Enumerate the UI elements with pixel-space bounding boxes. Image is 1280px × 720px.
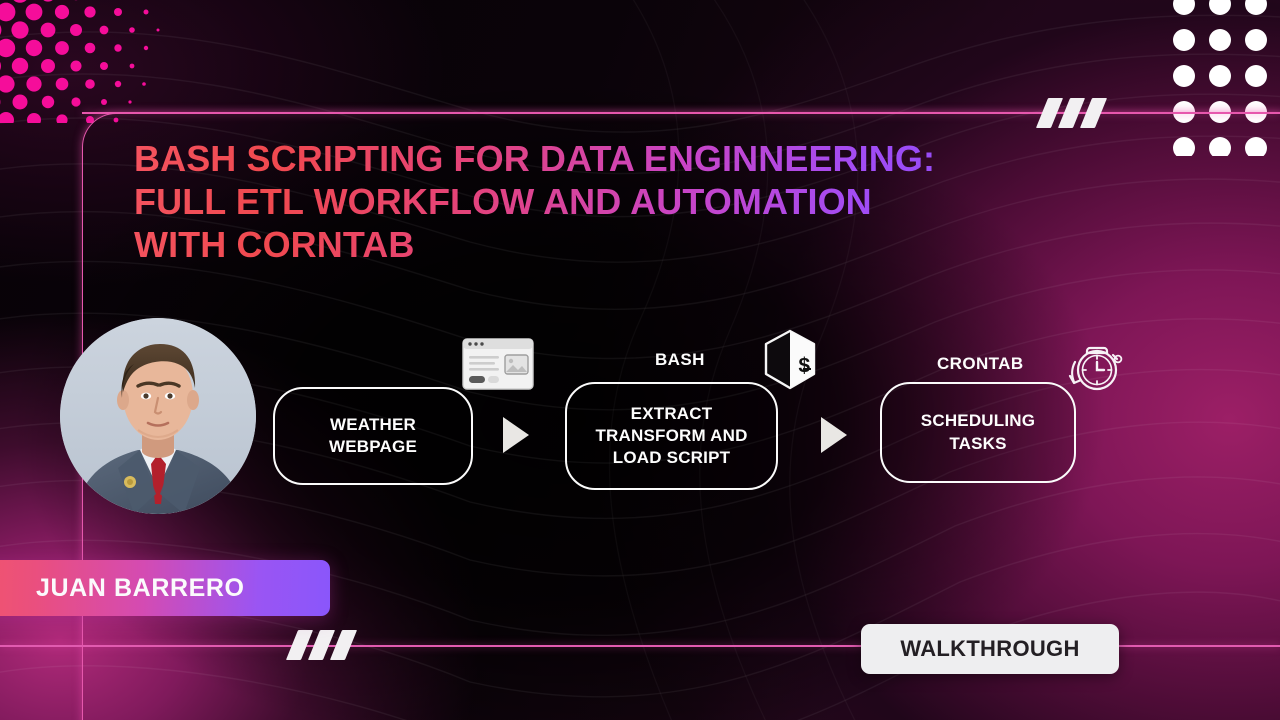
flow-node-etl-line3: LOAD SCRIPT (612, 448, 731, 468)
flow-node-weather-webpage[interactable]: WEATHER WEBPAGE (273, 387, 473, 485)
title-line-2: FULL ETL WORKFLOW AND AUTOMATION (134, 181, 872, 223)
flow-node-etl-line1: EXTRACT (630, 403, 713, 423)
flow-node-crontab-scheduling[interactable]: SCHEDULING TASKS (880, 382, 1076, 483)
presenter-name-badge: JUAN BARRERO (0, 560, 330, 616)
slash-marks-top-right (1035, 98, 1108, 128)
presenter-name: JUAN BARRERO (36, 573, 245, 602)
halftone-dot-pattern-icon (0, 0, 171, 123)
flow-node-crontab-line2: TASKS (949, 433, 1007, 453)
flow-node-crontab-line1: SCHEDULING (920, 411, 1036, 431)
frame-line-bottom (0, 645, 1280, 647)
walkthrough-badge[interactable]: WALKTHROUGH (861, 624, 1119, 674)
walkthrough-label: WALKTHROUGH (900, 636, 1080, 661)
flow-node-etl-script[interactable]: EXTRACT TRANSFORM AND LOAD SCRIPT (565, 382, 778, 490)
browser-window-icon (462, 338, 534, 390)
svg-text:$: $ (798, 356, 811, 379)
page-title: BASH SCRIPTING FOR DATA ENGINNEERING: FU… (134, 137, 1014, 267)
stopwatch-clock-icon (1061, 332, 1131, 402)
white-dot-grid-icon (1168, 0, 1268, 156)
arrow-right-icon-2 (821, 417, 847, 453)
flow-node-etl-caption: BASH (655, 350, 705, 369)
flow-node-weather-line1: WEATHER (329, 414, 417, 434)
avatar (60, 318, 256, 514)
title-line-1: BASH SCRIPTING FOR DATA ENGINNEERING: (134, 138, 936, 179)
flow-node-crontab-caption: CRONTAB (937, 354, 1024, 373)
frame-line-top (82, 112, 1280, 114)
flow-node-weather-line2: WEBPAGE (329, 437, 417, 456)
slash-marks-bottom-left (285, 630, 358, 660)
etl-flow-diagram: WEATHER WEBPAGE BASH $ EXTRACT TRANSFORM… (265, 328, 1123, 505)
arrow-right-icon-1 (503, 417, 529, 453)
bash-shell-icon: $ (757, 328, 823, 394)
title-line-3: WITH CORNTAB (134, 224, 415, 266)
flow-node-etl-line2: TRANSFORM AND (595, 425, 748, 445)
